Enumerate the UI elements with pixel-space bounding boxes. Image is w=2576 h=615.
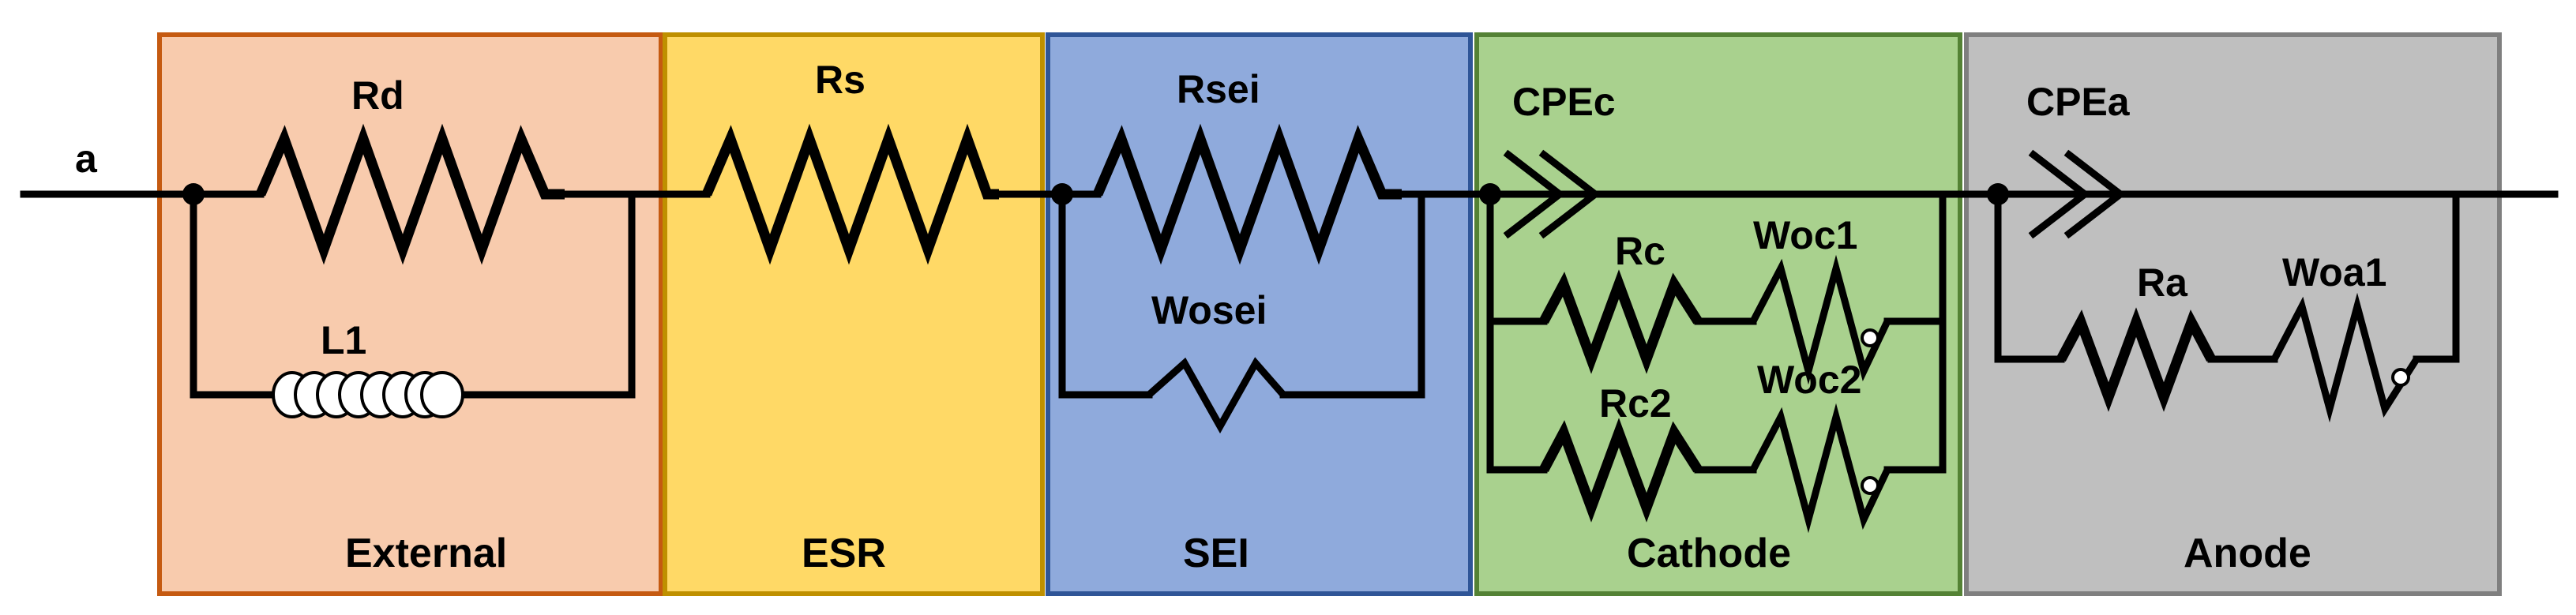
label-cpec: CPEc bbox=[1512, 80, 1616, 124]
external-parallel-wires bbox=[190, 190, 636, 399]
section-label-external: External bbox=[345, 531, 507, 576]
section-label-sei: SEI bbox=[1183, 531, 1249, 576]
warburg-woa1 bbox=[2271, 292, 2420, 423]
inductor-l1 bbox=[272, 371, 464, 418]
warburg-woc1 bbox=[1750, 254, 1891, 385]
label-ra: Ra bbox=[2137, 261, 2188, 305]
warburg-woc2 bbox=[1750, 403, 1891, 534]
terminal-label-a: a bbox=[75, 137, 98, 181]
section-label-anode: Anode bbox=[2184, 531, 2311, 576]
label-l1: L1 bbox=[321, 318, 366, 362]
warburg-wosei bbox=[1147, 357, 1286, 434]
resistor-rs bbox=[702, 123, 999, 265]
cpe-cpea bbox=[2006, 149, 2164, 239]
section-box-cathode bbox=[1474, 32, 1962, 596]
resistor-rc2 bbox=[1539, 418, 1703, 523]
resistor-rsei bbox=[1093, 123, 1402, 265]
warburg-marker-woc1 bbox=[1861, 328, 1879, 347]
label-cpea: CPEa bbox=[2026, 80, 2131, 124]
junction-dot-external bbox=[182, 183, 205, 205]
label-woc2: Woc2 bbox=[1757, 358, 1861, 402]
section-box-sei bbox=[1046, 32, 1473, 596]
resistor-ra bbox=[2056, 307, 2216, 412]
label-woc1: Woc1 bbox=[1753, 213, 1857, 257]
label-rsei: Rsei bbox=[1177, 67, 1260, 111]
cpe-cpec bbox=[1503, 149, 1643, 239]
section-box-anode bbox=[1964, 32, 2502, 596]
label-rs: Rs bbox=[815, 58, 866, 102]
label-rc2: Rc2 bbox=[1599, 381, 1672, 426]
label-rc: Rc bbox=[1615, 229, 1665, 273]
cathode-branch-wires bbox=[1486, 190, 1962, 474]
section-box-external bbox=[157, 32, 663, 596]
label-woa1: Woa1 bbox=[2282, 250, 2386, 294]
section-label-cathode: Cathode bbox=[1627, 531, 1791, 576]
warburg-marker-woa1 bbox=[2391, 368, 2410, 387]
resistor-rd bbox=[256, 123, 565, 265]
label-rd: Rd bbox=[351, 73, 404, 118]
resistor-rc bbox=[1539, 269, 1703, 374]
label-wosei: Wosei bbox=[1151, 288, 1267, 332]
section-box-esr bbox=[663, 32, 1045, 596]
warburg-marker-woc2 bbox=[1861, 476, 1879, 495]
anode-branch-wires bbox=[1994, 190, 2460, 363]
section-label-esr: ESR bbox=[802, 531, 886, 576]
sei-parallel-wires bbox=[1058, 190, 1425, 399]
